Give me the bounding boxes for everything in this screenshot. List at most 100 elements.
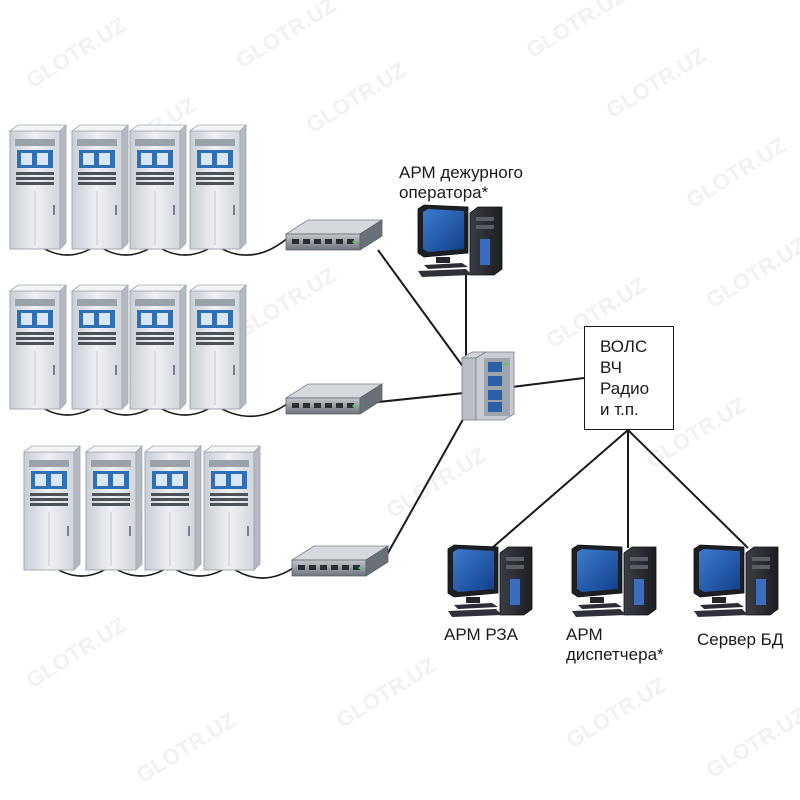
relay-cabinet: [128, 124, 187, 250]
cabinet-terminal-row: [16, 177, 54, 180]
cabinet-window: [83, 153, 94, 165]
cabinet-top: [128, 124, 187, 132]
cabinet-window: [99, 313, 110, 325]
cabinet-top: [188, 284, 247, 292]
device-port: [292, 239, 299, 244]
cabinet-window: [217, 153, 228, 165]
tower-drive: [752, 565, 770, 569]
cabinet-terminal-row: [136, 172, 174, 175]
cabinet-handle: [173, 205, 175, 215]
cabinet-terminal-row: [136, 337, 174, 340]
cabinet-terminal-row: [16, 172, 54, 175]
cabinet-terminal-row: [136, 332, 174, 335]
monitor-stand: [590, 597, 604, 603]
relay-cabinet: [84, 445, 143, 571]
cabinet-window: [141, 153, 152, 165]
device-led: [358, 566, 362, 570]
connection-line: [511, 377, 585, 388]
cabinet-terminal-row: [210, 503, 248, 506]
relay-cabinet: [188, 284, 247, 410]
cabinet-label-strip: [135, 139, 175, 146]
tower-drive: [630, 565, 648, 569]
switch-port: [488, 390, 502, 400]
tower-drive: [630, 557, 648, 561]
cabinet-terminal-row: [136, 177, 174, 180]
relay-cabinet: [128, 284, 187, 410]
cabinet-side: [194, 445, 202, 571]
cabinet-window: [21, 313, 32, 325]
tower-drive: [476, 225, 494, 229]
db-server: [693, 544, 779, 617]
cabinet-terminal-row: [196, 177, 234, 180]
device-side: [359, 219, 383, 251]
comm-channels-box: ВОЛС ВЧ Радио и т.п.: [584, 326, 674, 430]
cabinet-terminal-row: [78, 337, 116, 340]
cabinet-terminal-row: [92, 503, 130, 506]
db-server-label: Сервер БД: [697, 630, 784, 649]
cabinet-window: [172, 474, 183, 486]
cabinet-window: [157, 153, 168, 165]
cabinet-window: [201, 153, 212, 165]
tower-front-panel: [634, 579, 644, 605]
device-port: [331, 565, 338, 570]
cabinet-side: [121, 284, 129, 410]
monitor-base: [454, 603, 498, 609]
comm-line-1: ВОЛС: [600, 337, 648, 356]
device-port: [292, 403, 299, 408]
cabinet-window: [201, 313, 212, 325]
device-port: [342, 565, 349, 570]
cabinet-terminal-row: [196, 332, 234, 335]
cabinet-handle: [173, 365, 175, 375]
cabinet-top: [143, 445, 202, 453]
cabinet-terminal-row: [196, 342, 234, 345]
cabinet-label-strip: [209, 460, 249, 467]
cabinet-handle: [53, 365, 55, 375]
cabinet-terminal-row: [30, 498, 68, 501]
device-led: [352, 404, 356, 408]
tower-drive: [752, 557, 770, 561]
device-port: [336, 239, 343, 244]
connection-line: [377, 249, 465, 369]
cabinet-terminal-row: [210, 498, 248, 501]
cabinet-label-strip: [15, 139, 55, 146]
cabinet-label-strip: [135, 299, 175, 306]
switch-port: [488, 402, 502, 412]
cabinet-window: [113, 474, 124, 486]
device-port: [303, 403, 310, 408]
cabinet-top: [202, 445, 261, 453]
monitor-screen: [577, 549, 618, 592]
switch-side: [461, 357, 477, 421]
cabinet-terminal-row: [196, 337, 234, 340]
keyboard: [448, 609, 502, 617]
monitor-stand: [712, 597, 726, 603]
monitor-screen: [423, 209, 464, 252]
relay-cabinet: [70, 284, 129, 410]
cabinet-terminal-row: [30, 493, 68, 496]
cabinet-terminal-row: [30, 503, 68, 506]
relay-cabinet: [70, 124, 129, 250]
cabinet-handle: [67, 526, 69, 536]
connection-lines: [377, 249, 749, 561]
device-port: [336, 403, 343, 408]
cabinet-terminal-row: [151, 503, 189, 506]
cabinet-top: [8, 124, 67, 132]
cabinet-terminal-row: [196, 182, 234, 185]
cabinet-window: [215, 474, 226, 486]
cabinet-side: [179, 124, 187, 250]
switch-port: [488, 362, 502, 372]
dispatcher-label-line2: диспетчера*: [566, 645, 664, 664]
connection-line: [491, 429, 629, 549]
monitor-screen: [699, 549, 740, 592]
device-port: [303, 239, 310, 244]
cabinet-top: [8, 284, 67, 292]
diagram-nodes: [8, 124, 779, 617]
cabinet-window: [51, 474, 62, 486]
cabinet-window: [157, 313, 168, 325]
keyboard: [418, 269, 472, 277]
comm-line-4: и т.п.: [600, 400, 639, 419]
cabinet-label-strip: [91, 460, 131, 467]
cabinet-top: [70, 124, 129, 132]
switch-port: [488, 376, 502, 386]
